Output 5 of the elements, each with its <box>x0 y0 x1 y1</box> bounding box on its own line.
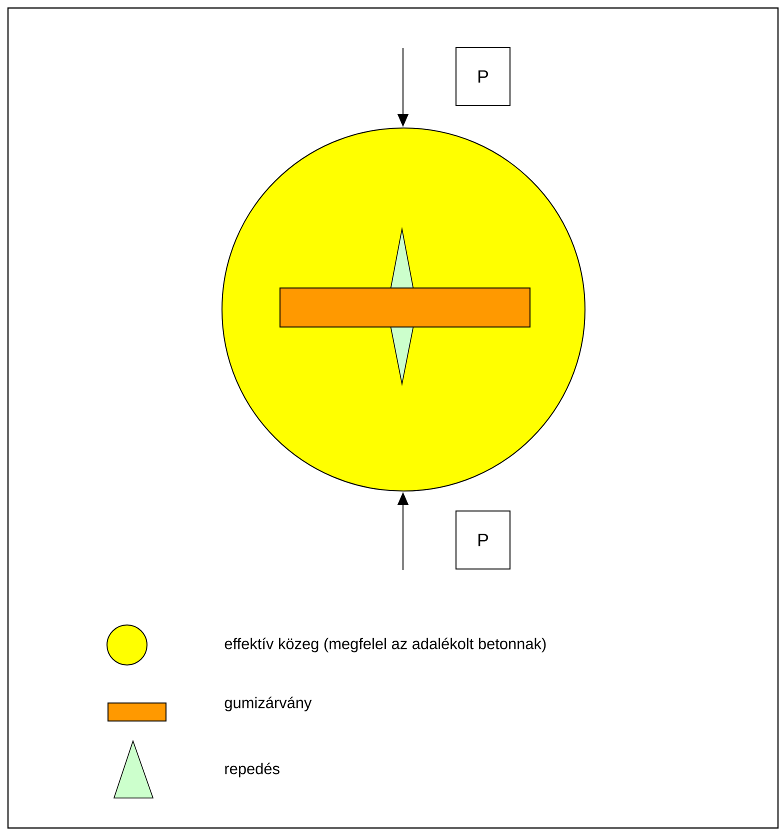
legend-text: gumizárvány <box>224 696 312 712</box>
legend-text: effektív közeg (megfelel az adalékolt betonnak) <box>224 638 546 652</box>
label-box: P <box>456 47 510 106</box>
legend-text: repedés <box>225 762 280 778</box>
label-box: P <box>456 510 510 570</box>
